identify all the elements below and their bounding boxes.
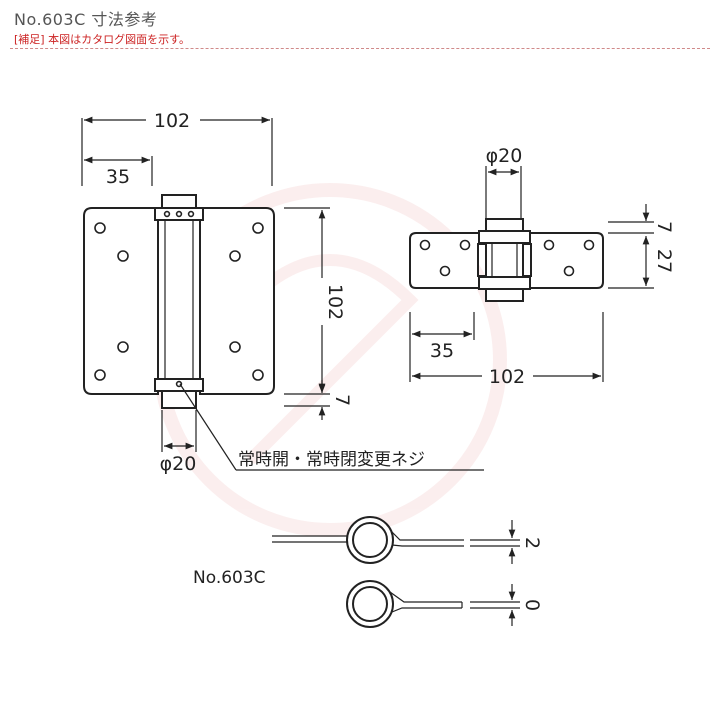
dim-front-diameter: φ20 xyxy=(160,453,197,475)
top-barrel-collar-a xyxy=(478,230,531,244)
dim-top-offset: 35 xyxy=(430,340,454,362)
dim-front-height: 102 xyxy=(324,284,346,320)
spring-model-label: No.603C xyxy=(193,568,266,588)
dim-top-width: 102 xyxy=(489,366,525,388)
dim-top-thickness: 7 xyxy=(653,221,675,233)
dim-front-width: 102 xyxy=(154,110,190,132)
barrel-top-cap xyxy=(161,194,197,209)
dim-spring-gap-b: 0 xyxy=(521,599,543,611)
dim-top-diameter: φ20 xyxy=(486,145,523,167)
page-header: No.603C 寸法参考 [補足] 本図はカタログ図面を示す。 xyxy=(0,0,720,60)
barrel-bottom-cap xyxy=(161,390,197,409)
callout-text: 常時開・常時閉変更ネジ xyxy=(238,450,425,470)
dim-top-depth: 27 xyxy=(653,249,675,273)
dim-front-offset: 35 xyxy=(106,166,130,188)
front-view: 102 35 xyxy=(81,110,484,475)
page-title: No.603C 寸法参考 xyxy=(14,10,158,29)
callout-leader xyxy=(179,383,237,471)
header-divider xyxy=(10,48,710,49)
left-leaf xyxy=(83,207,159,395)
right-leaf xyxy=(199,207,275,395)
dim-spring-gap-a: 2 xyxy=(521,537,543,549)
dim-front-tab: 7 xyxy=(331,394,353,406)
barrel xyxy=(157,217,201,383)
top-barrel-collar-b xyxy=(478,276,531,290)
supplement-note: [補足] 本図はカタログ図面を示す。 xyxy=(14,33,190,46)
top-view: φ20 7 27 35 102 xyxy=(409,145,675,388)
spring-views: 2 No.603C 0 xyxy=(193,516,543,628)
